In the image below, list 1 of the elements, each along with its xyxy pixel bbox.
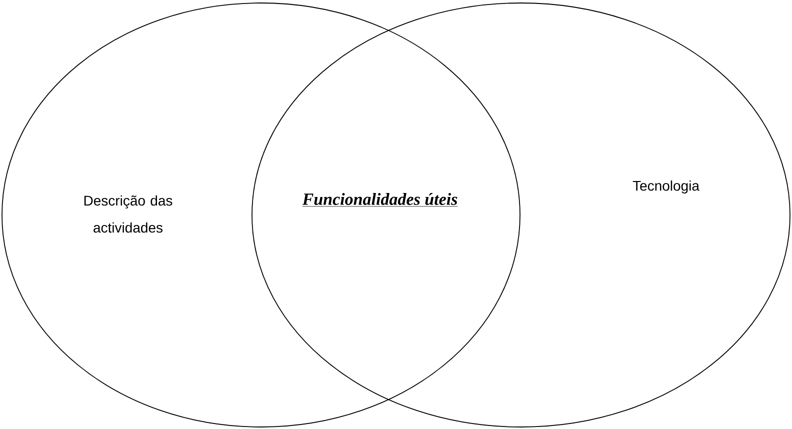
overlap-label: Funcionalidades úteis: [302, 193, 458, 207]
